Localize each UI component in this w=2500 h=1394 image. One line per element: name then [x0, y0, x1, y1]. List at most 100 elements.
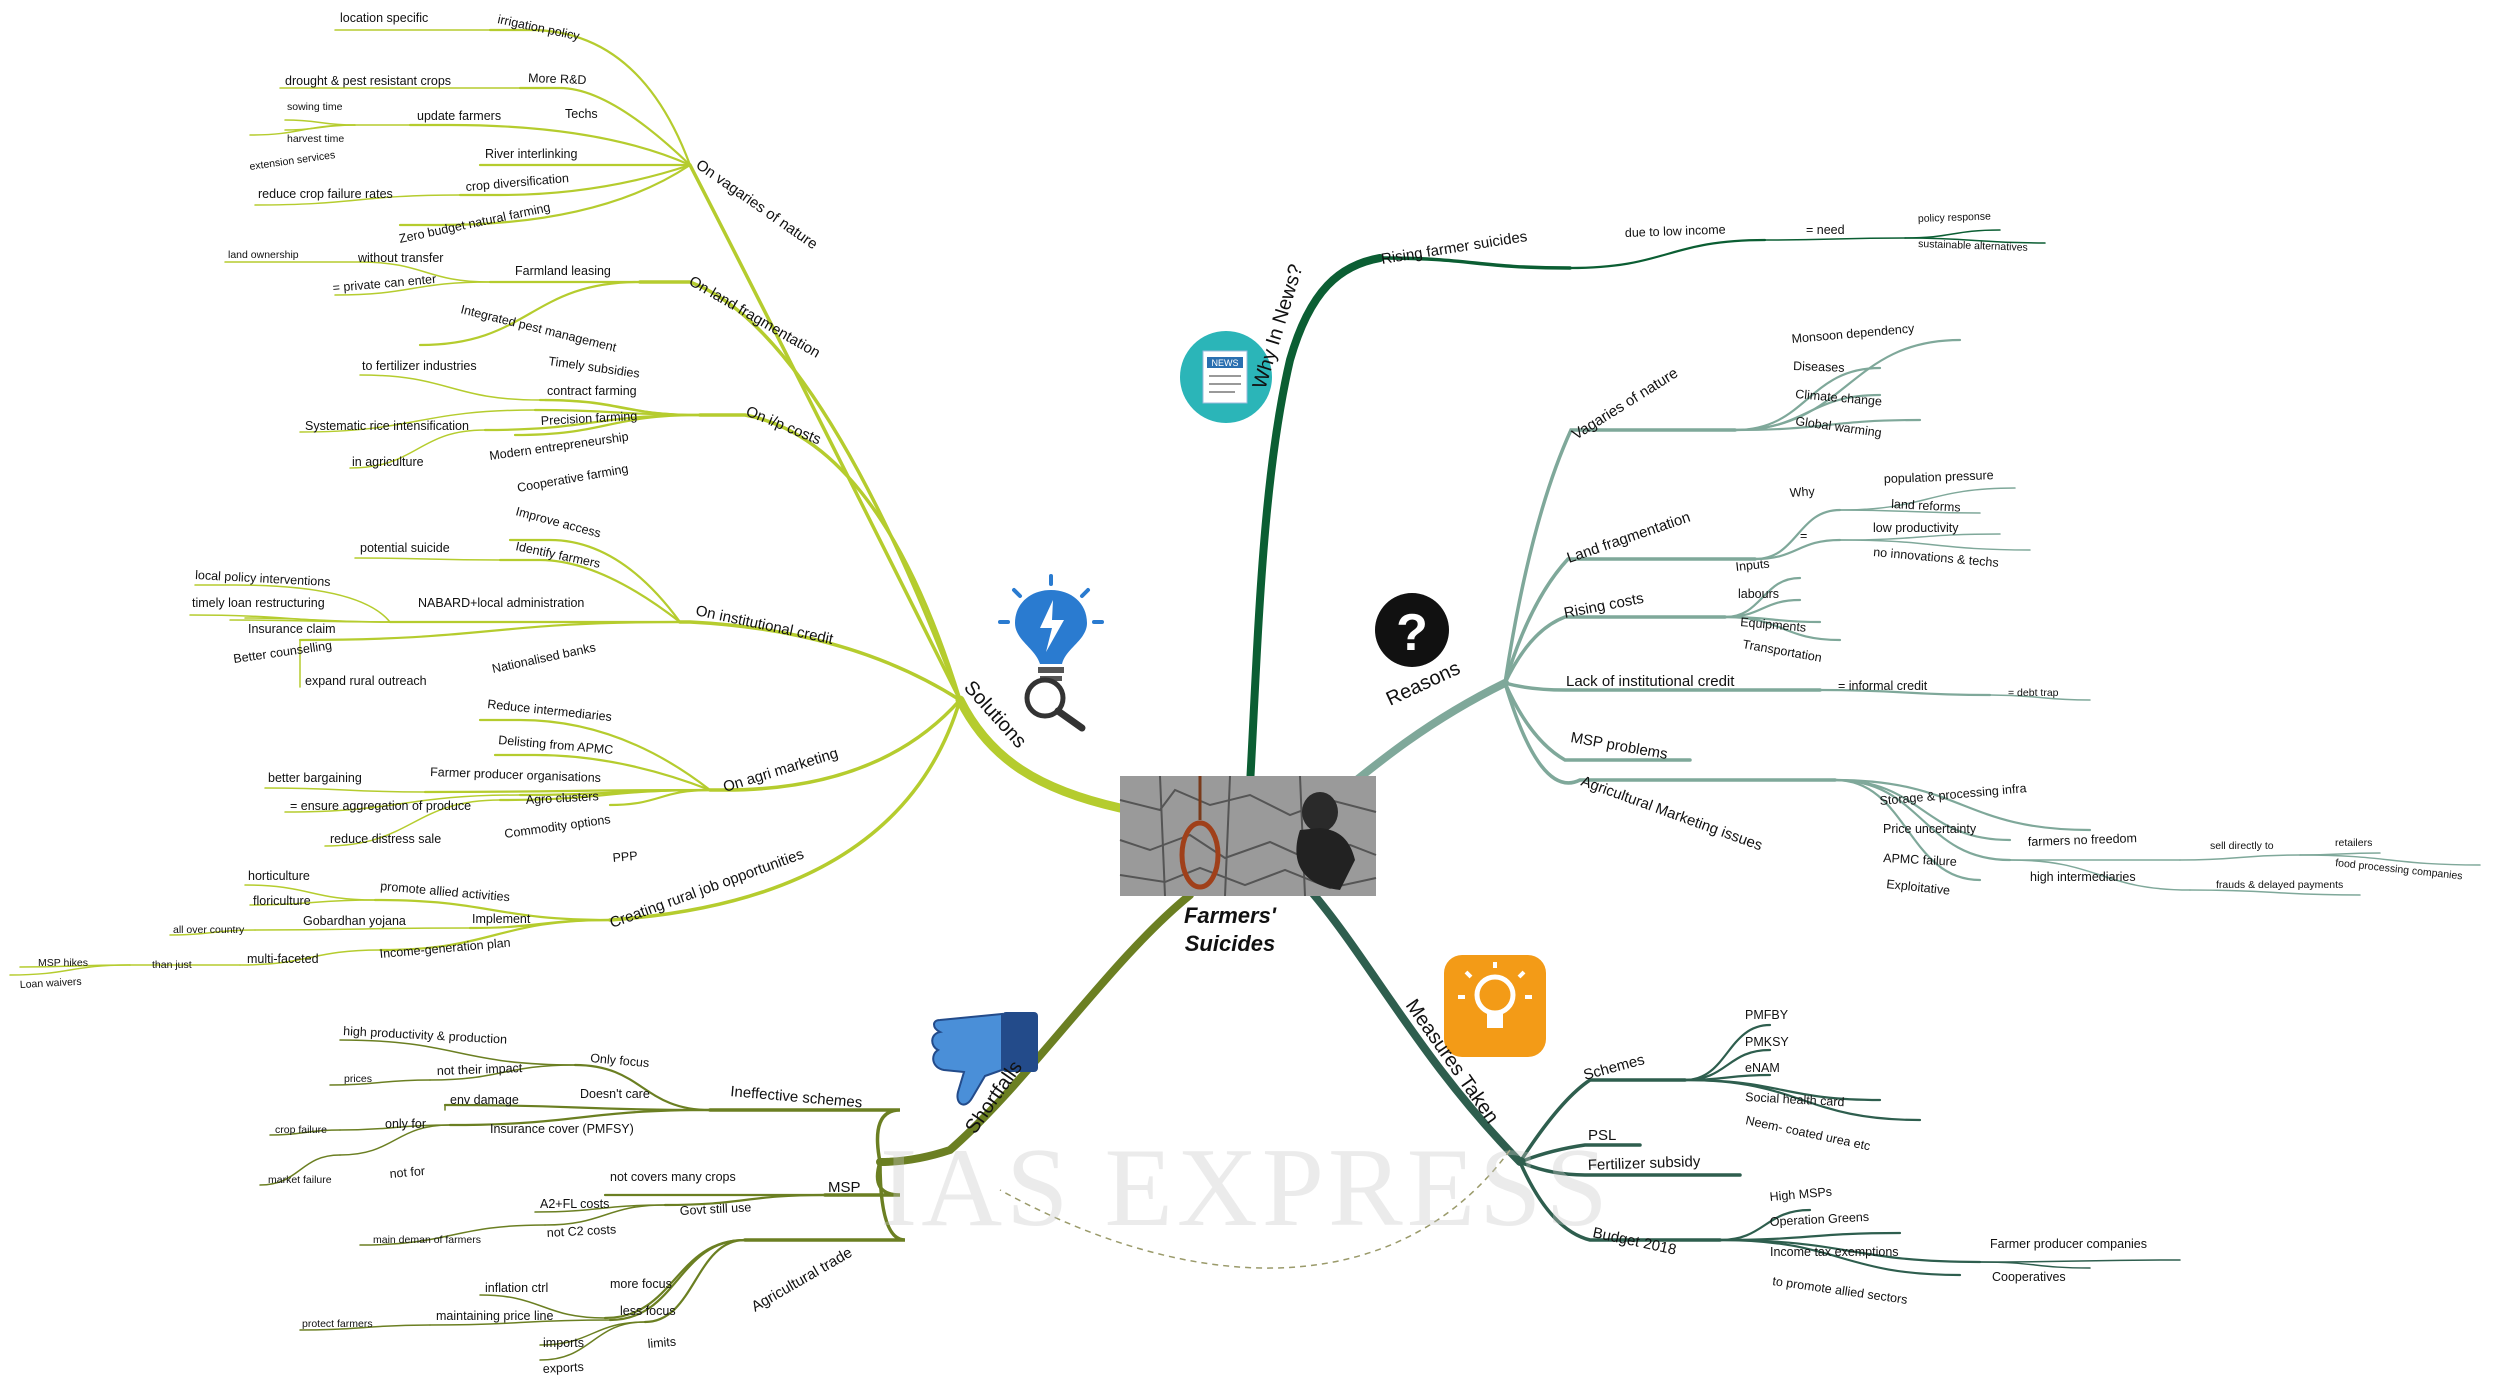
- shortfalls-node-0-0-1-0-line: [329, 1079, 431, 1086]
- solutions-node-4-5-label: PPP: [612, 849, 638, 865]
- why-node-0-0-0-line: [1764, 237, 1906, 241]
- reasons-node-1-0-line: [1753, 508, 1842, 561]
- shortfalls-node-0-2-0-0-line: [269, 1129, 341, 1136]
- reasons-node-5-3-line: [1833, 778, 1982, 882]
- solutions-node-5-1-0-0-label: all over country: [173, 924, 245, 936]
- reasons-node-3-label: Lack of institutional credit: [1566, 673, 1735, 690]
- solutions-node-2-3-0-line: [349, 429, 486, 469]
- shortfalls-trunk: [876, 891, 1194, 1166]
- reasons-node-3-0-label: = informal credit: [1838, 679, 1928, 693]
- solutions-node-2-label: On i/p costs: [744, 403, 824, 448]
- reasons-node-5-2-1-line: [2009, 859, 2191, 891]
- solutions-node-5-0-1-line: [249, 899, 376, 906]
- reasons-node-5-2-label: APMC failure: [1883, 851, 1957, 869]
- measures-node-3-3-line: [1718, 1238, 1962, 1277]
- solutions-node-3-2-1-label: timely loan restructuring: [192, 596, 325, 610]
- reasons-node-5-2-0-0-label: sell directly to: [2210, 840, 2274, 852]
- solutions-node-0-2-line: [408, 123, 692, 167]
- reasons-node-2-2-label: Equipments: [1740, 615, 1807, 635]
- measures-node-3-2-label: Income tax exemptions: [1770, 1245, 1899, 1259]
- reasons-node-5-2-line: [1833, 778, 2012, 862]
- solutions-node-0-1-line: [518, 86, 692, 167]
- measures-node-2-line: [1518, 1160, 1742, 1177]
- solutions-node-4-4-0-line: [324, 799, 501, 847]
- why-node-0-0-0-1-line: [1904, 237, 2046, 244]
- shortfalls-node-0-1-0-label: env damage: [450, 1093, 519, 1107]
- shortfalls-node-0-0-label: Only focus: [590, 1051, 650, 1070]
- central-title-line1: Farmers': [1184, 903, 1277, 928]
- reasons-node-3-0-0-label: = debt trap: [2008, 687, 2059, 699]
- shortfalls-node-2-1-line: [608, 1238, 747, 1322]
- solutions-node-4-5-line: [608, 788, 712, 807]
- solutions-node-3-3-line: [298, 620, 682, 642]
- shortfalls-node-0-1-label: Doesn't care: [580, 1087, 650, 1101]
- solutions-node-0-0-line: [488, 28, 692, 167]
- reasons-node-0-1-line: [1733, 366, 1882, 432]
- solutions-node-0-2-0-1-label: harvest time: [287, 133, 344, 145]
- why-node-0-0-0-0-line: [1904, 229, 2001, 239]
- solutions-node-0-2-0-0-label: sowing time: [287, 101, 343, 113]
- solutions-node-0-0-0-label: location specific: [340, 11, 428, 25]
- solutions-node-3-2-3-line: [229, 619, 391, 623]
- shortfalls-node-2-2-0-label: imports: [543, 1336, 584, 1350]
- measures-node-0-0-label: PMFBY: [1745, 1008, 1789, 1022]
- solutions-node-5-2-0-0-0-label: MSP hikes: [38, 957, 88, 969]
- reasons-node-2-line: [1503, 615, 1727, 685]
- measures-node-0-4-label: Neem- coated urea etc: [1744, 1113, 1871, 1153]
- solutions-node-3-0-line: [508, 538, 682, 624]
- solutions-node-3-1-0-label: potential suicide: [360, 541, 450, 555]
- solutions-node-5-2-0-0-1-label: Loan waivers: [20, 976, 82, 991]
- solutions-node-2-4-label: Cooperative farming: [516, 462, 629, 495]
- solutions-node-3-1-line: [498, 558, 682, 624]
- measures-node-3-3-label: to promote allied sectors: [1772, 1274, 1909, 1307]
- solutions-node-4-2-label: Farmer producer organisations: [430, 765, 601, 785]
- why-trunk: [1246, 254, 1384, 789]
- shortfalls-node-1-1-1-line: [544, 1204, 666, 1226]
- why-node-0-0-line: [1568, 238, 1767, 270]
- solutions-node-5-1-0-0-line: [169, 929, 256, 936]
- solutions-node-4-3-0-line: [284, 794, 521, 813]
- solutions-node-2-2-0-line: [299, 409, 536, 433]
- reasons-node-1-line: [1503, 557, 1757, 685]
- measures-node-3-1-label: Operation Greens: [1769, 1210, 1869, 1229]
- solutions-node-5-2-0-0-label: than just: [152, 959, 192, 971]
- shortfalls-node-0-2-1-line: [339, 1124, 451, 1156]
- reasons-node-4-line: [1503, 681, 1692, 762]
- svg-text:NEWS: NEWS: [1212, 358, 1239, 368]
- solutions-node-2-3-label: Modern entrepreneurship: [488, 430, 629, 463]
- solutions-node-5-0-0-label: horticulture: [248, 869, 310, 883]
- shortfalls-node-0-2-1-0-label: market failure: [268, 1174, 332, 1186]
- measures-node-0-line: [1518, 1078, 1687, 1164]
- solutions-node-3-2-2-label: Insurance claim: [248, 622, 336, 636]
- solutions-node-5-line: [608, 698, 962, 922]
- solutions-node-5-2-line: [378, 918, 612, 952]
- measures-node-0-1-label: PMKSY: [1745, 1035, 1789, 1049]
- solutions-node-4-4-label: Commodity options: [503, 812, 611, 841]
- solutions-node-4-0-line: [478, 718, 712, 792]
- solutions-node-0-0-label: irrigation policy: [496, 12, 581, 43]
- solutions-node-1-1-label: Integrated pest management: [459, 302, 618, 354]
- shortfalls-node-0-2-0-0-label: crop failure: [275, 1124, 327, 1136]
- svg-text:?: ?: [1396, 604, 1428, 662]
- reasons-node-0-0-line: [1733, 338, 1962, 432]
- watermark: IAS EXPRESS: [880, 1126, 1612, 1250]
- reasons-node-0-1-label: Diseases: [1793, 359, 1845, 375]
- reasons-node-5-3-label: Exploitative: [1886, 877, 1951, 898]
- solutions-node-0-2-0-2-label: extension services: [249, 149, 336, 173]
- solutions-node-3-3-label: Nationalised banks: [491, 640, 597, 676]
- reasons-node-5-2-1-0-label: frauds & delayed payments: [2216, 879, 2343, 891]
- solutions-node-0-4-line: [458, 163, 692, 197]
- shortfalls-node-1-1-1-0-label: main deman of farmers: [373, 1234, 481, 1246]
- lightbulb-icon: [1444, 955, 1546, 1057]
- measures-node-0-3-label: Social health card: [1745, 1090, 1845, 1109]
- solutions-trunk: [955, 695, 1125, 813]
- reasons-node-0-line: [1503, 428, 1737, 685]
- solutions-node-4-1-label: Delisting from APMC: [498, 733, 614, 757]
- measures-trunk: [1306, 886, 1524, 1166]
- solutions-node-3-1-0-line: [354, 557, 501, 561]
- reasons-node-0-3-line: [1733, 418, 1922, 432]
- solutions-node-1-1-line: [418, 280, 642, 347]
- solutions-node-0-4-0-line: [254, 194, 461, 206]
- solutions-node-0-4-label: crop diversification: [465, 171, 569, 194]
